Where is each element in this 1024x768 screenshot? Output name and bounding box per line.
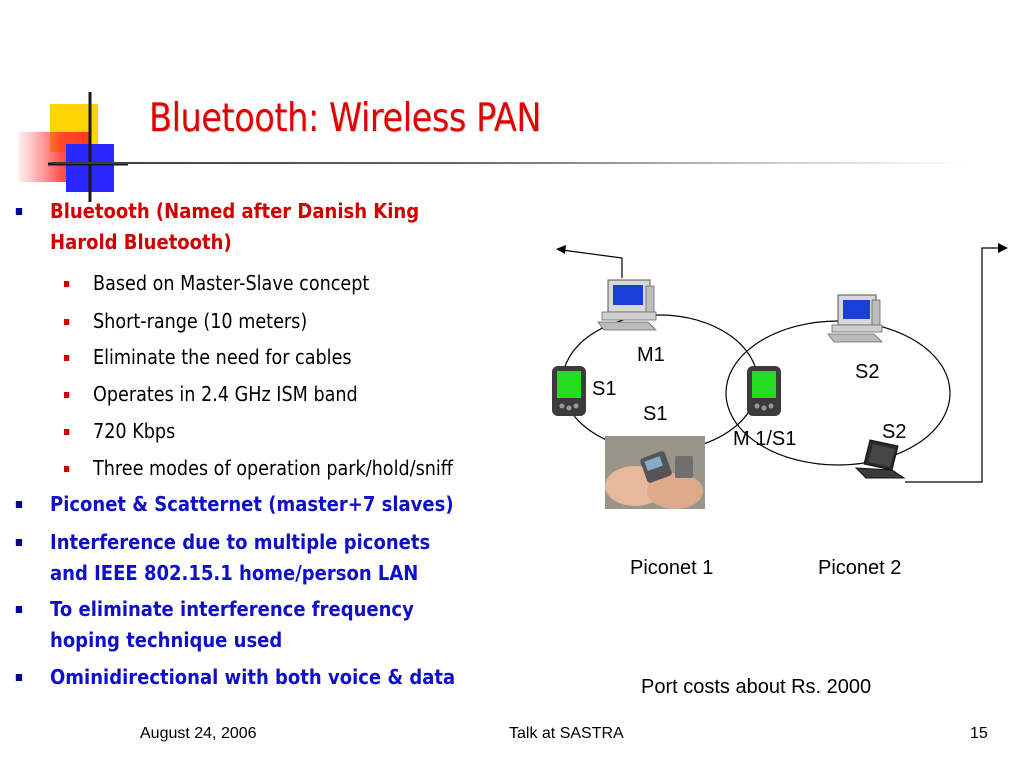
pda-icon xyxy=(552,366,586,416)
laptop-icon xyxy=(854,439,906,479)
footer-event: Talk at SASTRA xyxy=(509,725,624,742)
bullet-marker xyxy=(15,539,23,546)
right-connection-arrow xyxy=(905,243,1008,483)
bullet-marker xyxy=(15,208,23,215)
bullet-piconet: Piconet & Scatternet (master+7 slaves) xyxy=(15,489,454,520)
label-piconet-2: Piconet 2 xyxy=(818,557,902,579)
subbullet-text: Short-range (10 meters) xyxy=(93,309,308,333)
subbullet-text: Three modes of operation park/hold/sniff xyxy=(93,456,453,480)
subbullet-text: Operates in 2.4 GHz ISM band xyxy=(93,382,358,406)
bullet-text: hoping technique used xyxy=(50,628,283,652)
subbullet-text: 720 Kbps xyxy=(93,419,176,443)
subbullet-marker xyxy=(63,281,70,287)
subbullet-marker xyxy=(63,319,70,325)
bullet-text: and IEEE 802.15.1 home/person LAN xyxy=(50,561,419,585)
pda-icon xyxy=(747,366,781,416)
label-s2-pc: S2 xyxy=(855,361,880,383)
bullet-text: Piconet & Scatternet (master+7 slaves) xyxy=(50,492,454,516)
bullet-text: Interference due to multiple piconets xyxy=(50,530,431,554)
footer-date: August 24, 2006 xyxy=(140,725,257,742)
bullet-text: Harold Bluetooth) xyxy=(50,230,232,254)
handheld-photo xyxy=(605,436,705,509)
subbullet-text: Eliminate the need for cables xyxy=(93,345,352,369)
bullet-text: To eliminate interference frequency xyxy=(50,597,414,621)
label-m1-s1: M 1/S1 xyxy=(733,428,797,450)
subbullet: Three modes of operation park/hold/sniff xyxy=(63,454,453,482)
label-s1-pda: S1 xyxy=(592,378,617,400)
subbullet-marker xyxy=(63,392,70,398)
subbullet: Eliminate the need for cables xyxy=(63,343,352,371)
bullet-bluetooth: Bluetooth (Named after Danish King Harol… xyxy=(15,196,420,258)
subbullet-text: Based on Master-Slave concept xyxy=(93,271,370,295)
left-connection-arrow xyxy=(556,245,623,278)
desktop-computer-icon xyxy=(597,279,657,331)
title-logo-blocks xyxy=(18,92,128,202)
bullet-omnidirectional: Ominidirectional with both voice & data xyxy=(15,662,456,693)
bullet-marker xyxy=(15,501,23,508)
footer-page-number: 15 xyxy=(970,725,988,742)
bullet-interference: Interference due to multiple piconets an… xyxy=(15,527,431,589)
subbullet-marker xyxy=(63,355,70,361)
title-divider xyxy=(52,162,972,164)
bullet-frequency-hopping: To eliminate interference frequency hopi… xyxy=(15,594,414,656)
bullet-text: Bluetooth (Named after Danish King xyxy=(50,199,420,223)
subbullet: Short-range (10 meters) xyxy=(63,307,308,335)
subbullet: Operates in 2.4 GHz ISM band xyxy=(63,380,358,408)
label-piconet-1: Piconet 1 xyxy=(630,557,714,579)
subbullet: 720 Kbps xyxy=(63,417,176,445)
slide-title: Bluetooth: Wireless PAN xyxy=(149,96,542,141)
label-s1-photo: S1 xyxy=(643,403,668,425)
subbullet: Based on Master-Slave concept xyxy=(63,269,370,297)
desktop-computer-icon xyxy=(827,294,883,343)
label-m1: M1 xyxy=(637,344,665,366)
bullet-marker xyxy=(15,606,23,613)
port-cost-note: Port costs about Rs. 2000 xyxy=(641,676,872,698)
label-s2-laptop: S2 xyxy=(882,421,907,443)
subbullet-marker xyxy=(63,466,70,472)
bullet-marker xyxy=(15,674,23,681)
subbullet-marker xyxy=(63,429,70,435)
scatternet-diagram xyxy=(552,243,1008,509)
bullet-text: Ominidirectional with both voice & data xyxy=(50,665,456,689)
